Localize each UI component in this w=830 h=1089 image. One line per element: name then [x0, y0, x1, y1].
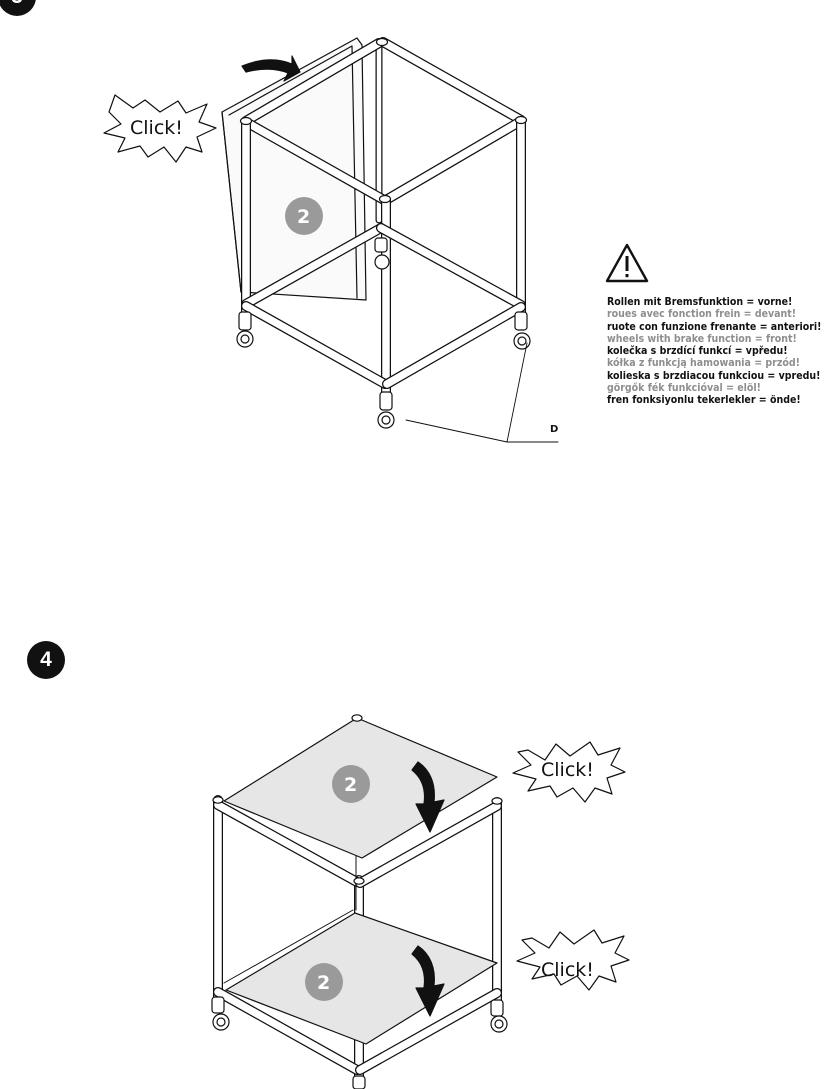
step-3-illustration: Click! 2	[103, 37, 559, 443]
note-hu: görgők fék funkcióval = elöl!	[607, 382, 761, 395]
note-en: wheels with brake function = front!	[607, 332, 797, 345]
click-burst-step4-bottom	[516, 929, 630, 991]
brake-notes: Rollen mit Bremsfunktion = vorne! roues …	[607, 296, 830, 407]
step-number-4: 4	[27, 641, 65, 679]
casters	[236, 237, 531, 429]
part-number-step3: 2	[297, 206, 310, 228]
click-text-step3: Click!	[130, 117, 183, 139]
note-de: Rollen mit Bremsfunktion = vorne!	[607, 296, 793, 308]
step-number-4-text: 4	[40, 648, 52, 671]
part-number-step4-bottom: 2	[317, 972, 330, 994]
click-burst-step3	[103, 94, 217, 163]
step-number-3: 3	[0, 0, 36, 16]
click-text-step4-top: Click!	[541, 759, 594, 781]
warning-triangle-icon	[605, 243, 649, 283]
down-arrow-icon-bottom	[411, 945, 445, 1017]
note-it: ruote con funzione frenante = anteriori!	[607, 320, 822, 333]
frame-tubes	[241, 37, 526, 397]
click-burst-step4-top	[512, 741, 626, 803]
part-badge-step4-bottom	[305, 963, 343, 1001]
note-sk: kolieska s brzdiacou funkciou = vpredu!	[607, 369, 821, 382]
note-pl: kółka z funkcją hamowania = przód!	[607, 357, 800, 370]
click-text-step4-bottom: Click!	[541, 959, 594, 981]
part-badge-step4-top	[332, 765, 370, 803]
part-number-step4-top: 2	[344, 774, 357, 796]
down-arrow-icon-top	[411, 761, 445, 833]
curved-arrow-icon	[241, 55, 301, 82]
dimension-label-d: D	[550, 424, 559, 435]
step-number-3-text: 3	[11, 0, 23, 9]
note-tr: fren fonksiyonlu tekerlekler = önde!	[607, 394, 801, 407]
note-cs: kolečka s brzdící funkcí = vpředu!	[607, 345, 788, 358]
bottom-shelf-panel	[225, 912, 498, 1045]
note-fr: roues avec fonction frein = devant!	[607, 308, 797, 321]
part-badge-step3	[285, 197, 323, 235]
